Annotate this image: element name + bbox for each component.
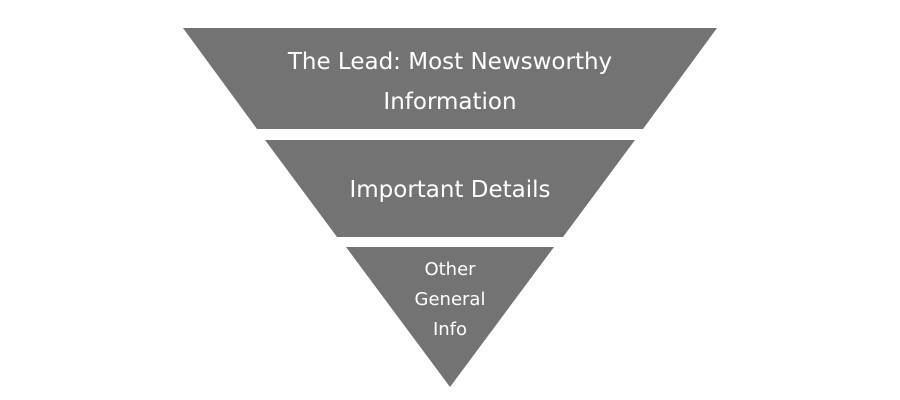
tier-details-label: Important Details: [349, 177, 551, 203]
tier-details-shape: [265, 140, 635, 237]
tier-lead-shape: [183, 28, 717, 129]
tier-lead-label: The Lead: Most Newsworthy Information: [287, 49, 613, 115]
tier-other-label: Other General Info: [414, 259, 486, 340]
tier-other-shape: [346, 247, 554, 387]
